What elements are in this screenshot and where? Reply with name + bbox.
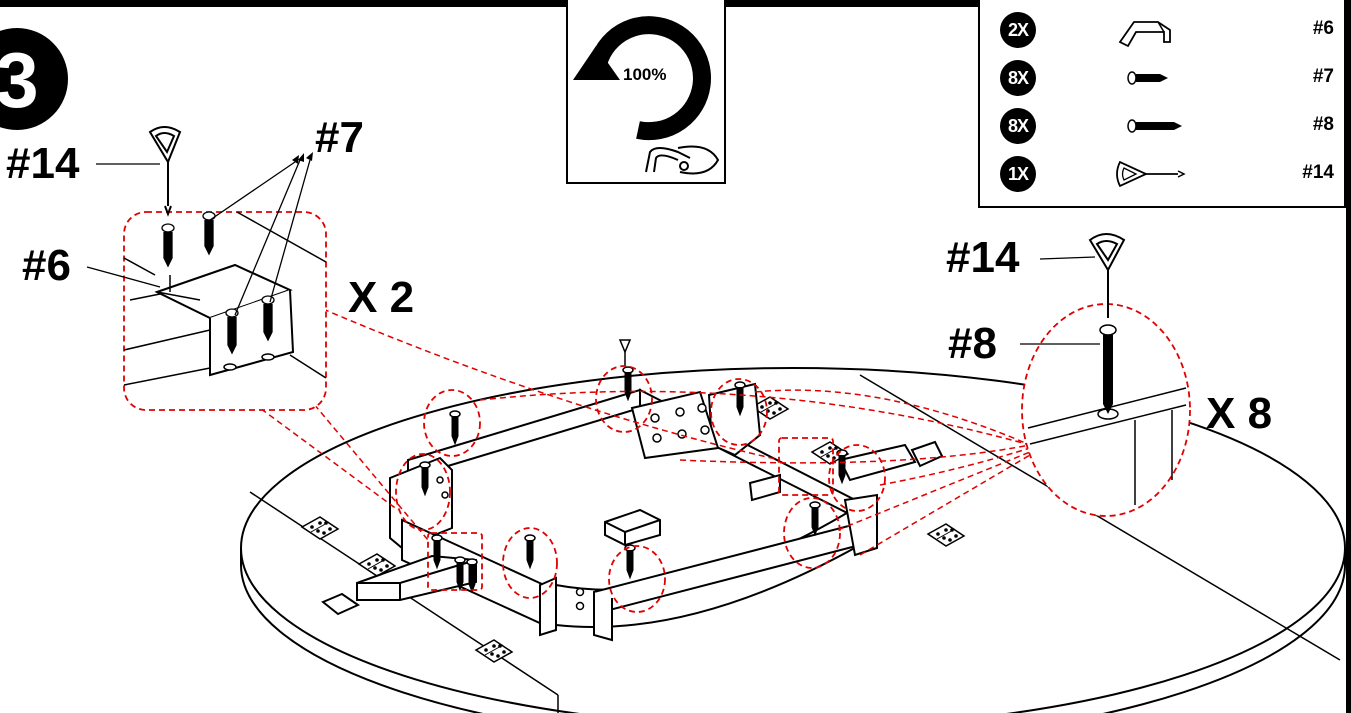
left-detail-inset bbox=[86, 126, 327, 411]
callout-right-multiplier: X 8 bbox=[1206, 389, 1273, 438]
bracket-holes bbox=[436, 403, 710, 611]
quantity-badge: 8X bbox=[1000, 108, 1036, 144]
callout-left-screws: #7 bbox=[315, 113, 364, 162]
callout-right-tool: #14 bbox=[946, 233, 1020, 282]
screw-7-icon bbox=[161, 211, 275, 355]
parts-row: 8X #8 bbox=[980, 104, 1348, 144]
screw-8-icon bbox=[1099, 324, 1117, 414]
allen-key-icon bbox=[645, 145, 720, 175]
callout-left-bracket: #6 bbox=[22, 241, 71, 290]
allen-key-icon bbox=[1088, 233, 1126, 318]
callout-right-screw: #8 bbox=[948, 319, 997, 368]
part-number: #6 bbox=[1312, 18, 1334, 39]
quantity-badge: 1X bbox=[1000, 156, 1036, 192]
parts-row: 8X #7 bbox=[980, 56, 1348, 96]
part-number: #7 bbox=[1312, 66, 1334, 87]
highlight-circles bbox=[395, 365, 886, 613]
allen-key-icon bbox=[1116, 160, 1186, 188]
torque-percentage: 100% bbox=[623, 65, 667, 84]
parts-row: 1X #14 bbox=[980, 152, 1348, 192]
quantity-badge: 2X bbox=[1000, 12, 1036, 48]
quantity-badge: 8X bbox=[1000, 60, 1036, 96]
small-allen-key-icon bbox=[618, 339, 632, 366]
callout-left-multiplier: X 2 bbox=[348, 273, 415, 322]
long-screw-icon bbox=[1127, 119, 1182, 133]
loose-blocks bbox=[321, 440, 944, 616]
leader-lines bbox=[244, 308, 1031, 556]
callout-left-tool: #14 bbox=[6, 139, 80, 188]
torque-box: 100% bbox=[566, 0, 726, 184]
rotate-clockwise-arrow-icon bbox=[573, 16, 720, 175]
right-detail-inset bbox=[1020, 233, 1191, 517]
allen-key-icon bbox=[148, 126, 182, 217]
parts-row: 2X #6 bbox=[980, 8, 1348, 48]
parts-list: 2X #6 8X #7 8X #8 1X #14 bbox=[978, 0, 1346, 208]
extension-slides bbox=[356, 443, 917, 601]
part-number: #8 bbox=[1312, 114, 1334, 135]
short-screw-icon bbox=[1127, 71, 1168, 85]
step-number: 3 bbox=[0, 28, 68, 130]
part-number: #14 bbox=[1302, 162, 1334, 183]
bracket-icon bbox=[1118, 21, 1171, 48]
